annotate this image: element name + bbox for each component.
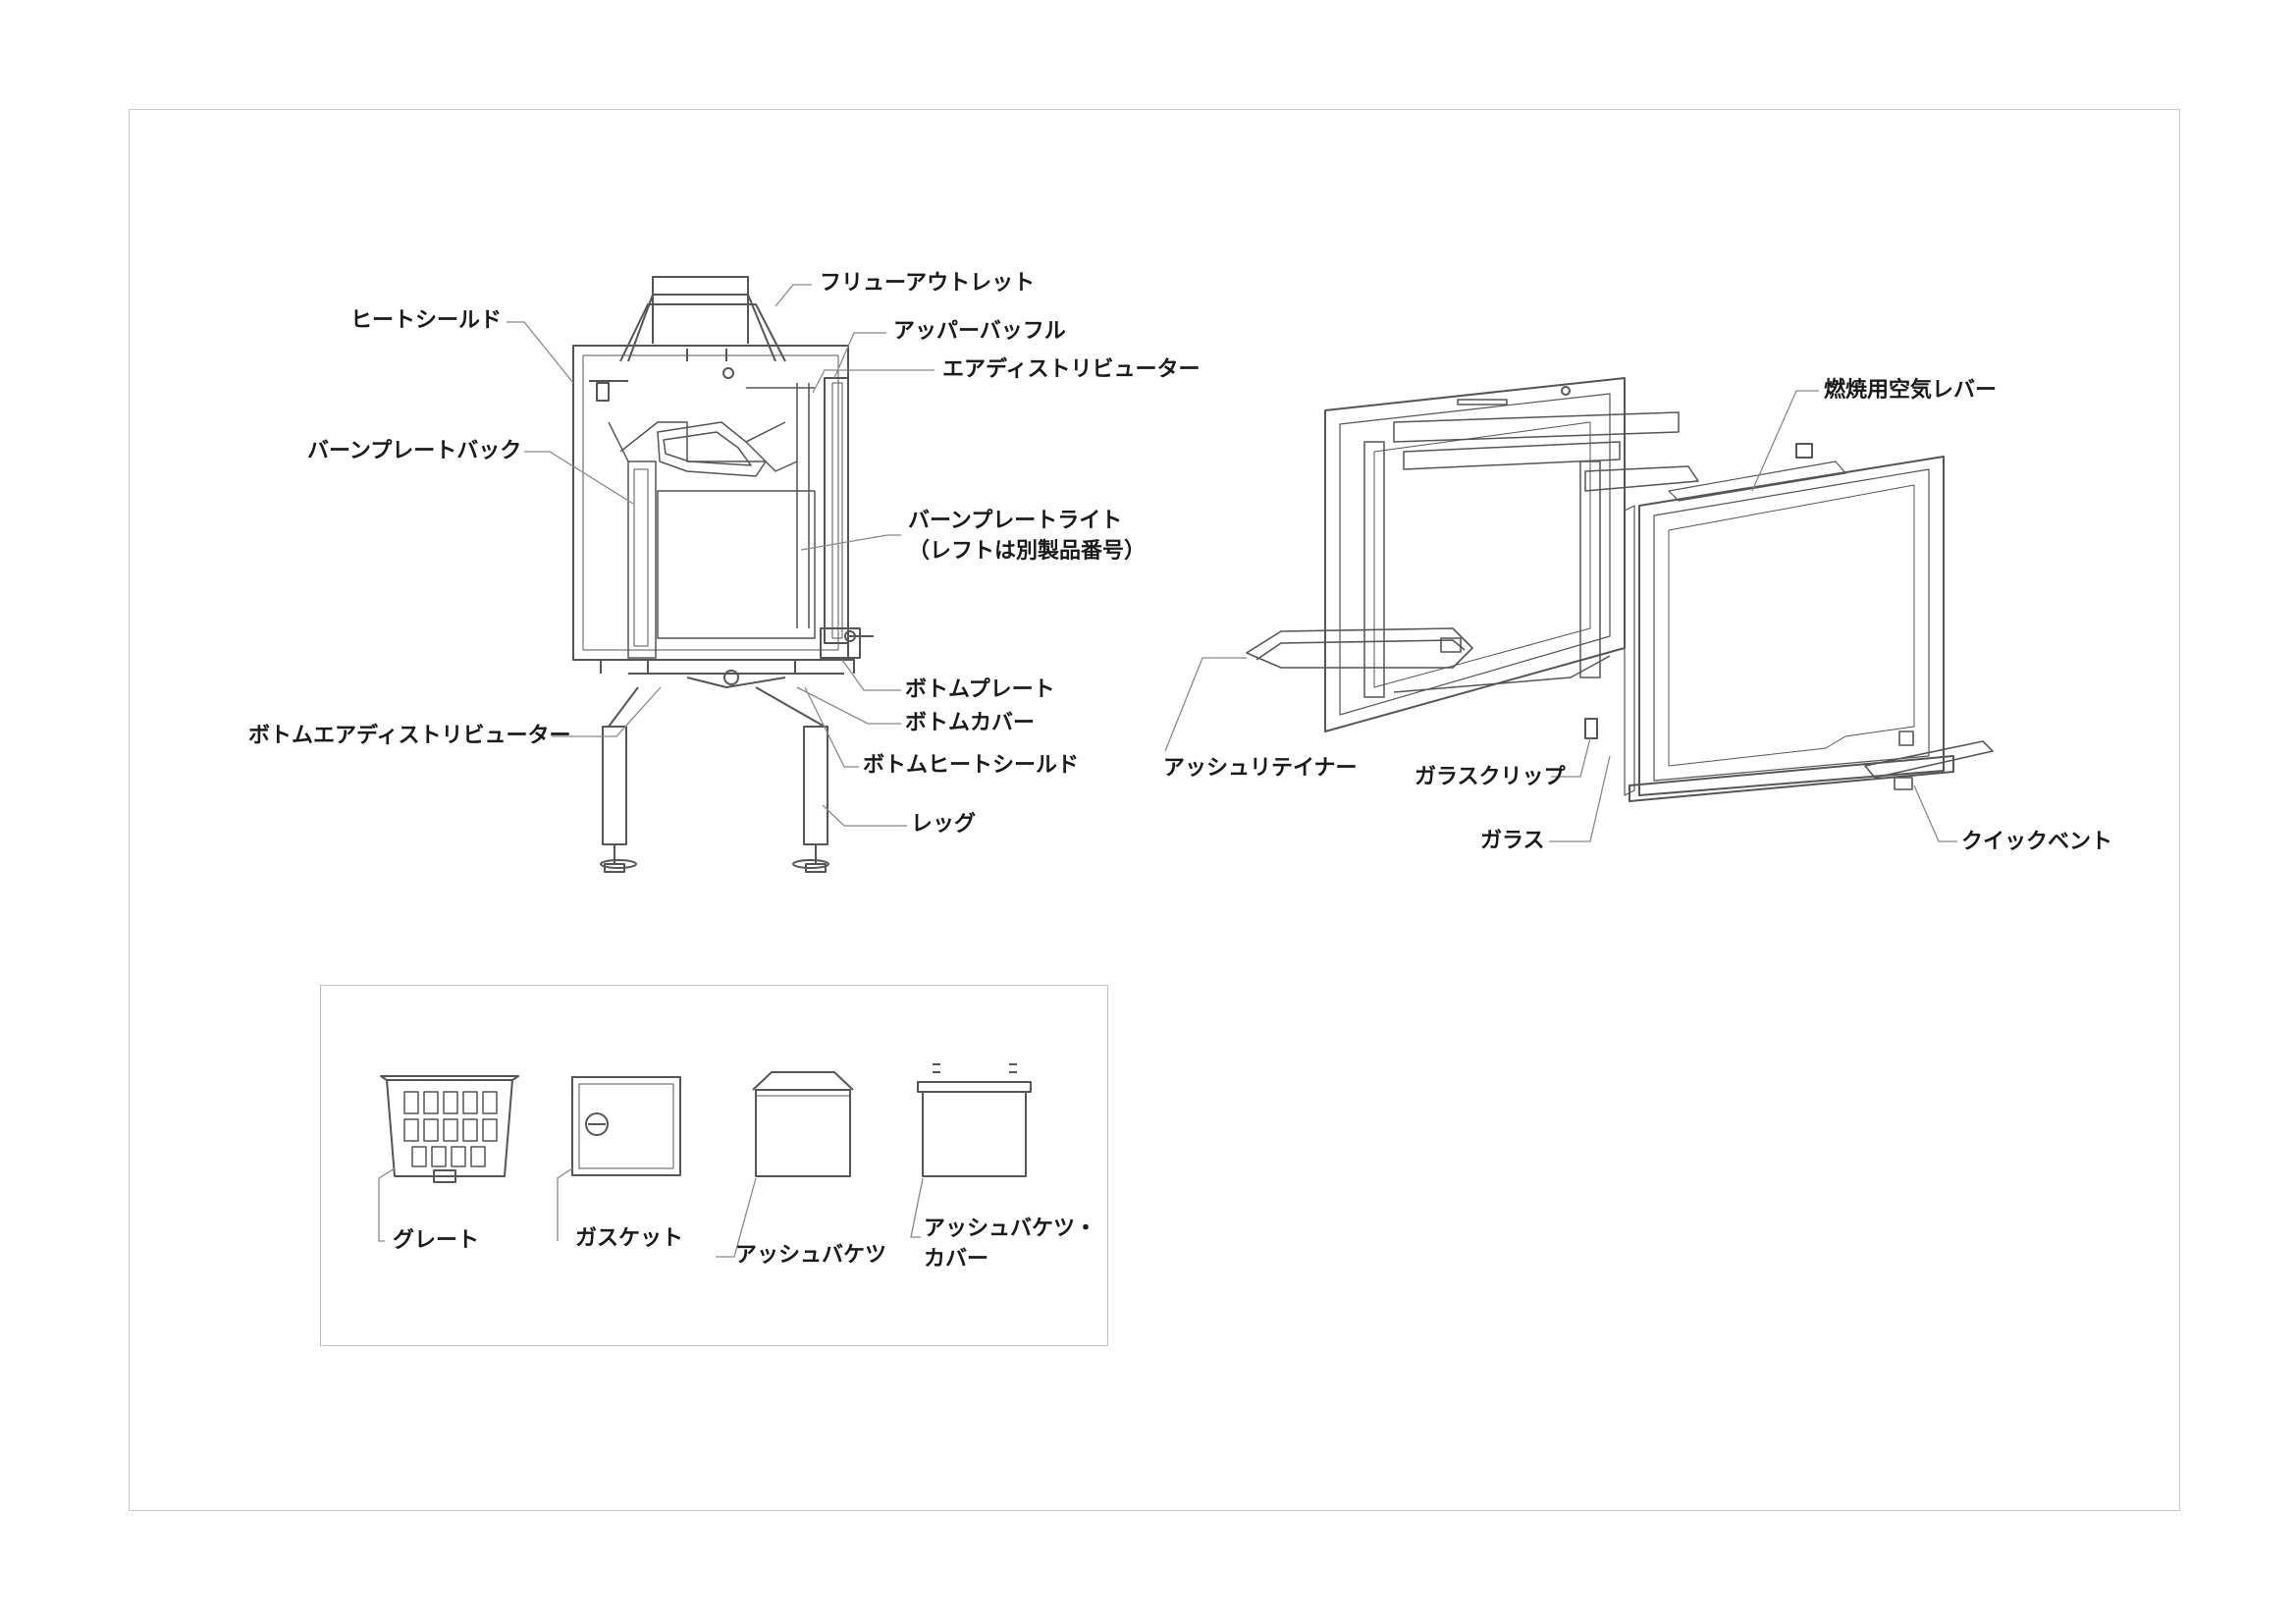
label-burn-plate-back: バーンプレートバック (307, 439, 522, 463)
label-leg: レッグ (911, 812, 977, 837)
label-ash-bucket: アッシュバケツ (735, 1243, 887, 1268)
accessories-drawings (380, 1063, 1032, 1183)
ash-bucket-drawing (752, 1071, 854, 1177)
label-gasket: ガスケット (575, 1226, 684, 1251)
label-bottom-air-distributor: ボトムエアディストリビューター (248, 724, 571, 748)
label-glass: ガラス (1480, 829, 1545, 853)
stove-body (572, 345, 874, 661)
drawing-frame (129, 109, 2180, 1511)
door-rails (1363, 411, 1699, 698)
grate-drawing (380, 1075, 519, 1183)
label-air-distributor: エアディストリビューター (942, 357, 1201, 382)
bottom-assembly (600, 659, 855, 728)
label-glass-clip: ガラスクリップ (1415, 765, 1566, 789)
ash-bucket-cover-drawing (917, 1063, 1032, 1177)
gasket-drawing (571, 1076, 681, 1176)
label-combustion-air-lever: 燃焼用空気レバー (1824, 378, 1998, 403)
flue-outlet-part (619, 276, 786, 362)
accessories-panel (320, 985, 1108, 1346)
label-heat-shield: ヒートシールド (350, 308, 503, 333)
quick-vent-part (1864, 731, 1994, 790)
leader-lines (378, 284, 1957, 1258)
label-ash-retainer: アッシュリテイナー (1163, 756, 1358, 781)
stove-cross-section (572, 276, 874, 873)
label-flue-outlet: フリューアウトレット (820, 271, 1036, 296)
front-door-part (1624, 443, 1954, 802)
label-upper-baffle: アッパーバッフル (893, 319, 1066, 344)
legs-part (600, 726, 829, 873)
label-quick-vent: クイックベント (1961, 830, 2113, 854)
label-grate: グレート (393, 1228, 480, 1253)
label-bottom-plate: ボトムプレート (905, 677, 1055, 702)
glass-clip-part (1584, 718, 1598, 739)
door-assembly (1246, 377, 1994, 802)
label-bottom-cover: ボトムカバー (905, 711, 1036, 735)
label-ash-bucket-cover: アッシュバケツ・ カバー (924, 1217, 1097, 1272)
firebox-interior (608, 383, 816, 659)
label-burn-plate-right: バーンプレートライト （レフトは別製品番号） (908, 509, 1147, 564)
label-bottom-heat-shield: ボトムヒートシールド (863, 753, 1080, 778)
ash-retainer-part (1246, 627, 1473, 669)
